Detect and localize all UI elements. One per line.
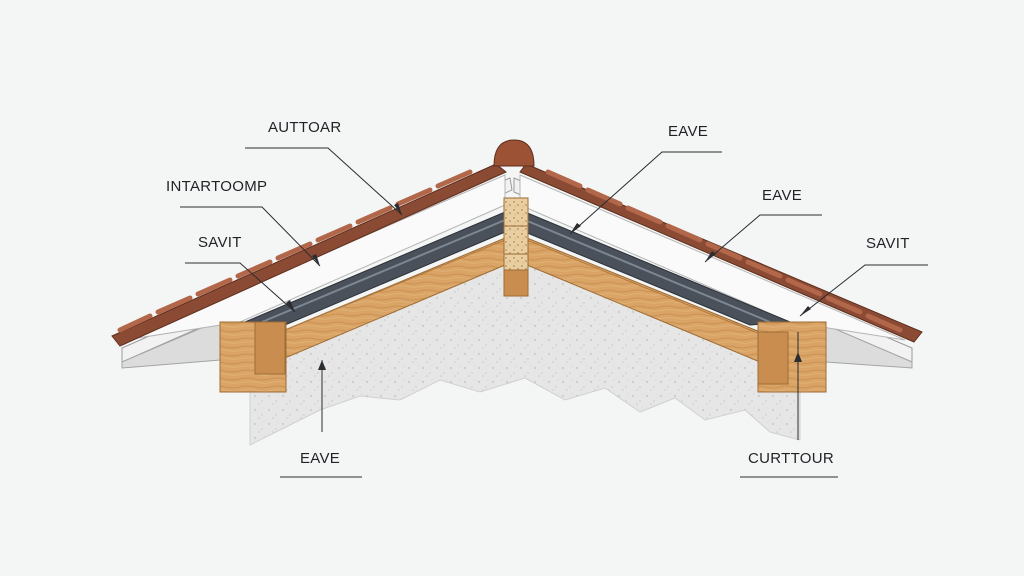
ridge-post-base (503, 269, 529, 297)
membrane-left-sheen (261, 219, 506, 323)
leader-lines (180, 147, 928, 478)
label-bottom-left: EAVE (300, 450, 341, 467)
label-top-left: AUTTOAR (268, 119, 342, 136)
wall-plate-right-post (757, 331, 789, 385)
rafter-left-upper (284, 239, 506, 331)
label-mid-right: EAVE (762, 187, 803, 204)
label-top-right: EAVE (668, 123, 709, 140)
tile-courses-left (117, 169, 473, 333)
membrane-right-sheen (524, 219, 771, 323)
tiles-right (519, 163, 923, 343)
label-mid-left: INTARTOOMP (166, 178, 268, 195)
rafter-right-upper (526, 239, 761, 335)
label-bottom-right: CURTTOUR (748, 450, 835, 467)
label-low-right: SAVIT (866, 235, 910, 252)
tile-courses-right (545, 169, 903, 333)
wall-plate-left-post (254, 321, 286, 375)
ridge-cap (493, 139, 535, 167)
leader-arrowheads (286, 203, 811, 370)
label-low-left: SAVIT (198, 234, 242, 251)
